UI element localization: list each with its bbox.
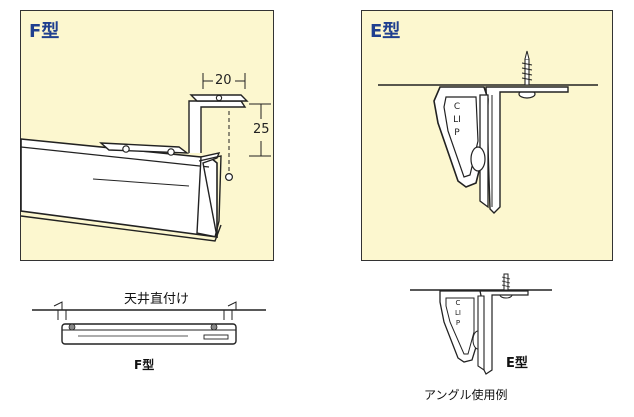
f-screw-head	[225, 173, 234, 182]
f-end-cap	[196, 152, 221, 238]
br-clip-text: CLIP	[455, 299, 461, 327]
e-angle-bracket	[485, 86, 569, 214]
f-end-cap-front	[198, 155, 222, 238]
bottom-right-diagram: CLIP E型 アングル使用例	[400, 270, 570, 410]
f-bracket-hole	[215, 94, 223, 102]
f-mount-plate	[99, 142, 190, 154]
f-mount-screw-1	[122, 145, 130, 153]
f-l-bracket	[188, 100, 247, 153]
bl-type-label: F型	[134, 358, 155, 372]
bl-rail	[61, 323, 237, 345]
e-clip-text: CLIP	[453, 102, 461, 138]
f-rail-bottom-lip	[20, 215, 222, 242]
e-screw-body	[524, 58, 530, 86]
e-type-title: E型	[370, 21, 401, 42]
e-roller	[470, 146, 486, 172]
ceiling-mount-label: 天井直付け	[124, 292, 190, 307]
f-type-diagram	[20, 73, 271, 242]
f-type-panel: F型 20 25	[20, 10, 274, 261]
e-type-panel: E型 CLIP	[361, 10, 613, 261]
f-dim-width: 20	[215, 73, 232, 88]
f-mount-screw-2	[167, 148, 175, 156]
bottom-left-diagram: 天井直付け F型	[28, 272, 278, 412]
br-type-label: E型	[506, 356, 528, 371]
f-dim-height: 25	[253, 122, 270, 137]
f-rail-top-edge	[20, 146, 210, 168]
e-type-diagram	[378, 50, 598, 214]
f-rail-body	[20, 138, 218, 238]
f-type-title: F型	[29, 21, 60, 42]
e-clip-inner	[443, 96, 479, 178]
f-rail-inner-line	[92, 178, 190, 187]
angle-usage-caption: アングル使用例	[424, 388, 508, 402]
